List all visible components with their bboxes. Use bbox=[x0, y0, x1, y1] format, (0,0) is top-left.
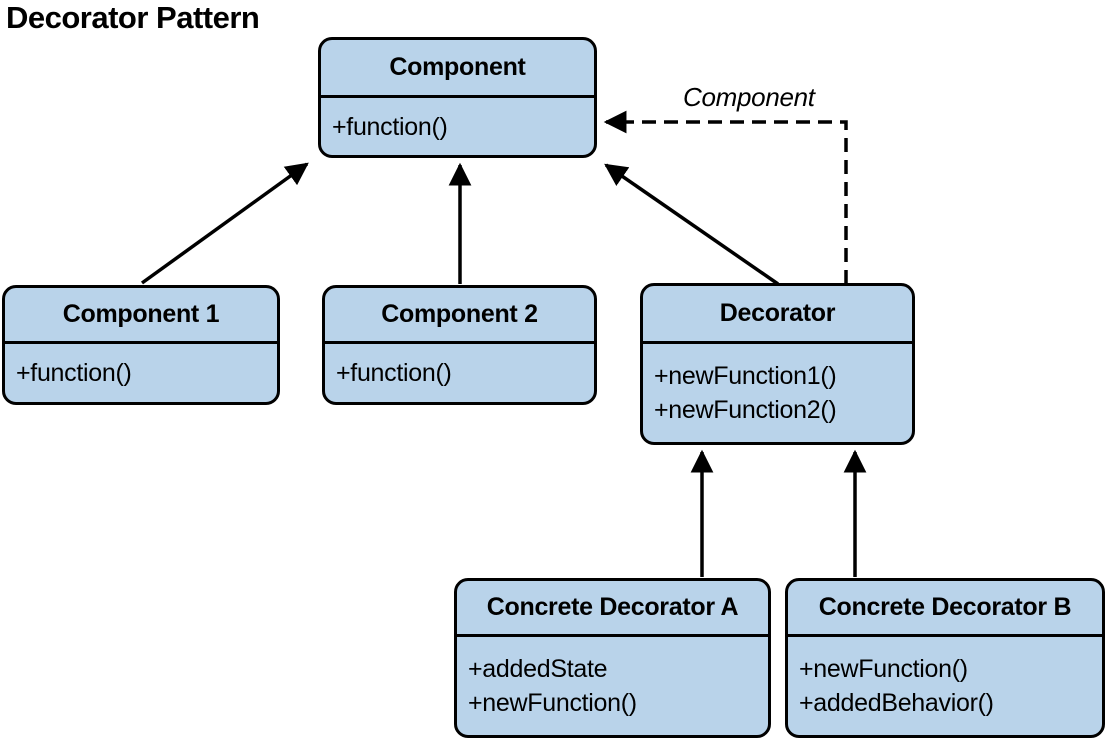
edge-decorator-to-component bbox=[604, 163, 779, 286]
class-members: +newFunction1() +newFunction2() bbox=[643, 344, 912, 442]
class-title: Component 2 bbox=[325, 288, 594, 344]
class-box-component1: Component 1 +function() bbox=[2, 285, 280, 405]
class-member: +addedState bbox=[468, 655, 608, 683]
class-box-concrete-decorator-b: Concrete Decorator B +newFunction() +add… bbox=[785, 578, 1105, 738]
class-box-concrete-decorator-a: Concrete Decorator A +addedState +newFun… bbox=[454, 578, 771, 738]
class-member: +addedBehavior() bbox=[799, 689, 994, 717]
diagram-title: Decorator Pattern bbox=[6, 0, 260, 35]
class-members: +function() bbox=[321, 98, 594, 155]
class-members: +function() bbox=[5, 344, 277, 402]
class-title: Component 1 bbox=[5, 288, 277, 344]
class-members: +newFunction() +addedBehavior() bbox=[788, 637, 1102, 735]
class-title: Decorator bbox=[643, 286, 912, 344]
class-member: +function() bbox=[16, 359, 132, 387]
class-title: Concrete Decorator B bbox=[788, 581, 1102, 637]
class-member: +newFunction1() bbox=[654, 362, 837, 390]
class-member: +function() bbox=[336, 359, 452, 387]
class-member: +newFunction() bbox=[799, 655, 968, 683]
edge-component1-to-component bbox=[140, 162, 309, 285]
class-members: +addedState +newFunction() bbox=[457, 637, 768, 735]
class-box-decorator: Decorator +newFunction1() +newFunction2(… bbox=[640, 283, 915, 445]
reference-edge-label: Component bbox=[683, 82, 815, 112]
class-member: +function() bbox=[332, 112, 448, 141]
class-member: +newFunction() bbox=[468, 689, 637, 717]
edge-decorator-reference-dashed bbox=[603, 110, 848, 284]
class-box-component2: Component 2 +function() bbox=[322, 285, 597, 405]
class-member: +newFunction2() bbox=[654, 396, 837, 424]
class-title: Component bbox=[321, 40, 594, 98]
class-box-component: Component +function() bbox=[318, 37, 597, 158]
class-members: +function() bbox=[325, 344, 594, 402]
class-title: Concrete Decorator A bbox=[457, 581, 768, 637]
